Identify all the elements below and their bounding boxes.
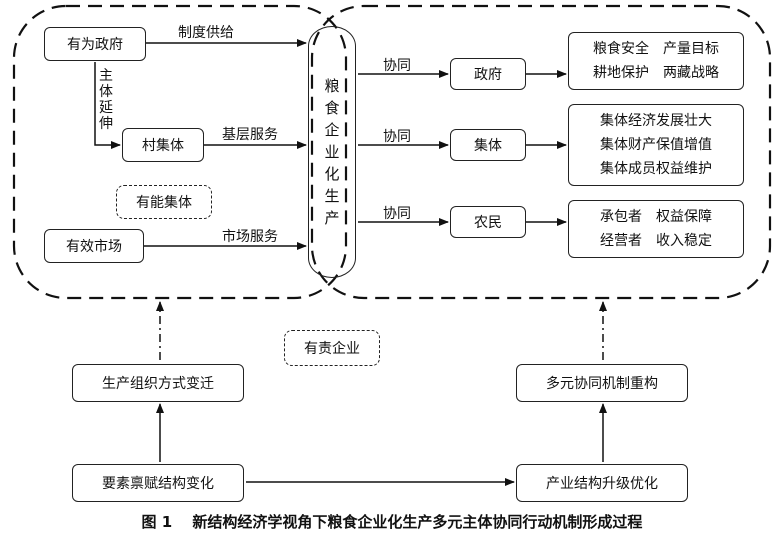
core-text: 粮食企业化生产	[324, 77, 340, 227]
node-village-collective: 村集体	[122, 128, 204, 162]
label-market-service: 市场服务	[222, 229, 278, 245]
goals-collective-line-3: 集体成员权益维护	[600, 161, 712, 177]
label-main-body-extend-text: 主体延伸	[99, 68, 113, 132]
node-collective: 集体	[450, 129, 526, 161]
node-capable-collective: 有能集体	[116, 185, 212, 219]
goals-farmer-line-2: 经营者 收入稳定	[600, 233, 712, 249]
node-grain-enterprise-production: 粮食企业化生产	[308, 26, 356, 278]
goals-farmer-line-1: 承包者 权益保障	[600, 209, 712, 225]
label-collab-farmer: 协同	[383, 206, 411, 222]
goals-collective-line-1: 集体经济发展壮大	[600, 113, 712, 129]
goals-government-line-2: 耕地保护 两藏战略	[593, 65, 719, 81]
node-responsible-enterprise: 有责企业	[284, 330, 380, 366]
right-dashed-region	[310, 4, 772, 300]
label-main-body-extend: 主体延伸	[98, 68, 114, 132]
label-collab-gov: 协同	[383, 58, 411, 74]
goals-government-line-1: 粮食安全 产量目标	[593, 41, 719, 57]
node-government: 政府	[450, 58, 526, 90]
node-effective-government: 有为政府	[44, 27, 146, 61]
left-dashed-region	[12, 4, 348, 300]
label-collab-collective: 协同	[383, 129, 411, 145]
node-farmer: 农民	[450, 206, 526, 238]
figure-caption: 图 1 新结构经济学视角下粮食企业化生产多元主体协同行动机制形成过程	[141, 513, 643, 531]
node-factor-endowment-change: 要素禀赋结构变化	[72, 464, 244, 502]
label-grassroots-service: 基层服务	[222, 127, 278, 143]
node-multi-collab-mechanism: 多元协同机制重构	[516, 364, 688, 402]
goals-government: 粮食安全 产量目标 耕地保护 两藏战略	[568, 32, 744, 90]
node-industry-upgrade: 产业结构升级优化	[516, 464, 688, 502]
label-institution-supply: 制度供给	[178, 25, 234, 41]
goals-farmer: 承包者 权益保障 经营者 收入稳定	[568, 200, 744, 258]
node-production-organization-change: 生产组织方式变迁	[72, 364, 244, 402]
node-effective-market: 有效市场	[44, 229, 144, 263]
arrow-main-body-extend	[94, 62, 121, 149]
goals-collective-line-2: 集体财产保值增值	[600, 137, 712, 153]
goals-collective: 集体经济发展壮大 集体财产保值增值 集体成员权益维护	[568, 104, 744, 186]
